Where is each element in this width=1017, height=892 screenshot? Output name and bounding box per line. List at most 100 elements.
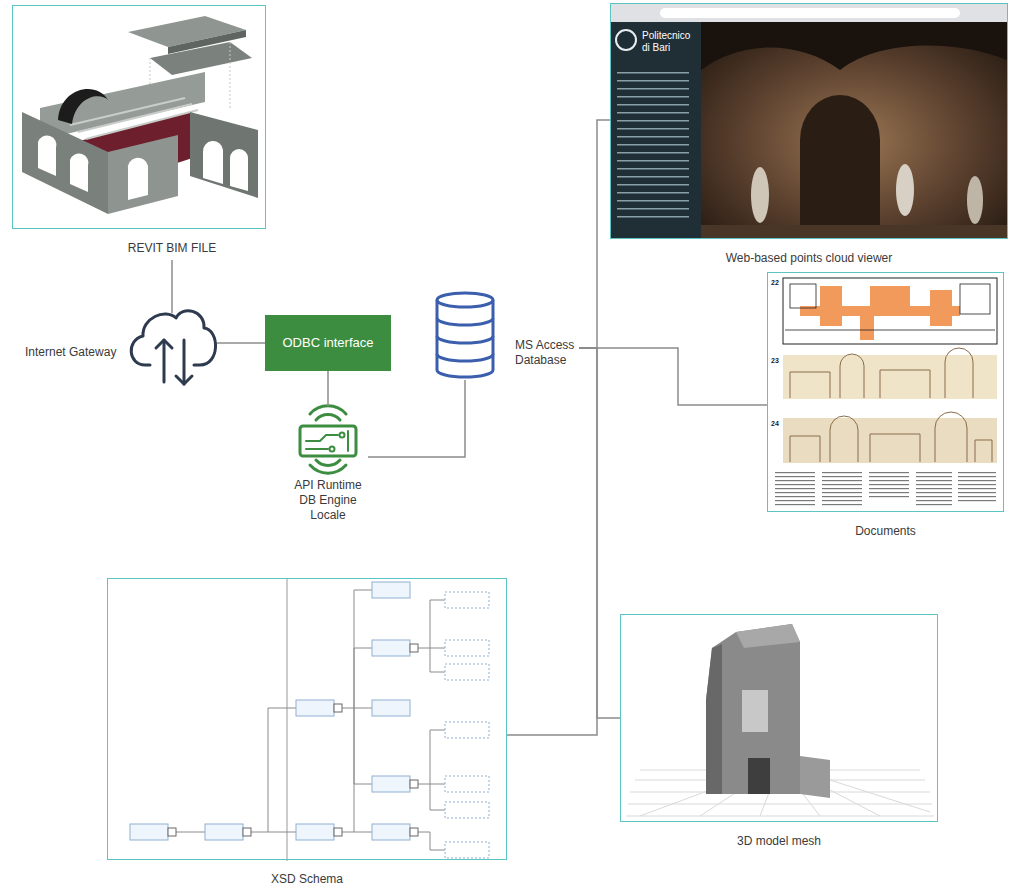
bim-model-illustration	[22, 16, 258, 214]
xsd-schema-illustration	[372, 776, 410, 792]
xsd-schema-illustration	[205, 824, 243, 840]
database-icon	[437, 300, 493, 377]
figure-number: 24	[771, 420, 783, 428]
caption-text: Web-based points cloud viewer	[610, 251, 1008, 266]
documents-illustration	[783, 418, 997, 463]
xsd-schema-illustration	[176, 590, 445, 850]
xsd-schema-illustration	[410, 644, 418, 652]
xsd-schema-illustration	[168, 644, 418, 836]
circuit-icon	[310, 465, 346, 473]
node-label: Internet Gateway	[25, 345, 125, 360]
connector-line	[217, 342, 265, 344]
circuit-icon	[306, 435, 338, 441]
image-frame	[107, 578, 507, 860]
documents-illustration	[860, 316, 874, 340]
xsd-schema-illustration	[445, 664, 489, 680]
caption-text: Documents	[767, 524, 1004, 539]
documents-illustration	[820, 286, 842, 326]
circuit-icon	[300, 426, 356, 456]
xsd-schema-illustration	[287, 579, 288, 861]
point-cloud-viewer-screenshot	[617, 72, 689, 222]
xsd-schema-illustration	[334, 828, 342, 836]
circuit-icon	[310, 406, 346, 414]
mesh-model-illustration	[706, 644, 722, 794]
mesh-model-illustration	[706, 624, 800, 794]
connector-line	[327, 371, 329, 406]
documents-illustration	[790, 284, 816, 308]
gateway-node: Internet Gateway	[20, 313, 217, 385]
circuit-icon	[300, 406, 356, 473]
xsd-schema-illustration	[296, 824, 334, 840]
point-cloud-viewer-screenshot	[611, 4, 1007, 238]
documents-illustration	[800, 286, 960, 340]
cloud-icon	[131, 311, 215, 384]
documents-illustration	[785, 330, 995, 331]
database-node: MS Access Database	[432, 290, 579, 380]
point-cloud-viewer-screenshot	[701, 22, 1007, 70]
image-frame	[12, 5, 266, 229]
documents-illustration	[785, 284, 995, 330]
xsd-schema-illustration	[372, 582, 410, 598]
cloud-icon	[156, 340, 172, 348]
circuit-icon	[330, 447, 335, 452]
point-cloud-viewer-screenshot	[701, 22, 1007, 238]
documents-illustration	[768, 273, 1003, 511]
bim-model-illustration	[108, 135, 178, 214]
circuit-icon	[316, 460, 340, 465]
image-panel: 3D model mesh	[620, 614, 938, 853]
mesh-model-illustration	[621, 615, 937, 821]
documents-illustration	[960, 284, 990, 314]
connector-line	[579, 120, 610, 348]
cloud-icon	[176, 376, 192, 384]
connector-line	[368, 380, 465, 457]
connector-line	[171, 260, 173, 313]
figure-number: 23	[771, 357, 783, 365]
connector-line	[579, 348, 620, 718]
bim-model-illustration	[38, 136, 56, 176]
documents-illustration	[958, 470, 996, 504]
bim-model-illustration	[70, 98, 198, 139]
xsd-schema-illustration	[334, 704, 342, 712]
xsd-schema-illustration	[372, 700, 410, 716]
xsd-schema-illustration	[108, 579, 506, 861]
mesh-model-illustration	[626, 816, 934, 817]
point-cloud-viewer-screenshot	[660, 8, 960, 18]
point-cloud-viewer-screenshot	[896, 164, 914, 216]
image-frame	[767, 272, 1004, 512]
documents-illustration	[783, 355, 997, 399]
xsd-schema-illustration	[410, 780, 418, 788]
process-box: ODBC interface	[265, 315, 391, 371]
bim-model-illustration	[230, 149, 248, 191]
cloud-icon	[183, 340, 186, 384]
xsd-schema-illustration	[243, 828, 251, 836]
bim-model-illustration	[230, 42, 231, 110]
database-icon	[437, 354, 493, 361]
image-panel: REVIT BIM FILE	[12, 5, 266, 260]
xsd-schema-illustration	[410, 828, 418, 836]
point-cloud-viewer-screenshot	[611, 22, 701, 238]
mesh-model-illustration	[742, 690, 768, 732]
point-cloud-viewer-screenshot	[611, 4, 1007, 22]
circuit-icon	[347, 431, 349, 451]
xsd-schema-illustration	[445, 592, 489, 608]
xsd-schema-illustration	[168, 828, 176, 836]
bim-model-illustration	[150, 42, 252, 75]
documents-illustration	[930, 290, 952, 326]
connector-line	[507, 348, 597, 735]
documents-illustration	[790, 412, 992, 462]
documents-illustration	[916, 470, 952, 508]
xsd-schema-illustration	[296, 700, 334, 716]
figure-number: 22	[771, 279, 783, 287]
point-cloud-viewer-screenshot	[751, 167, 769, 223]
xsd-schema-illustration	[445, 842, 489, 858]
image-panel: Documents	[767, 272, 1004, 543]
xsd-schema-illustration	[445, 640, 489, 656]
caption-text: XSD Schema	[107, 872, 507, 887]
bim-model-illustration	[203, 141, 223, 184]
bim-model-illustration	[70, 154, 88, 192]
bim-model-illustration	[70, 98, 185, 125]
xsd-schema-illustration	[372, 824, 410, 840]
